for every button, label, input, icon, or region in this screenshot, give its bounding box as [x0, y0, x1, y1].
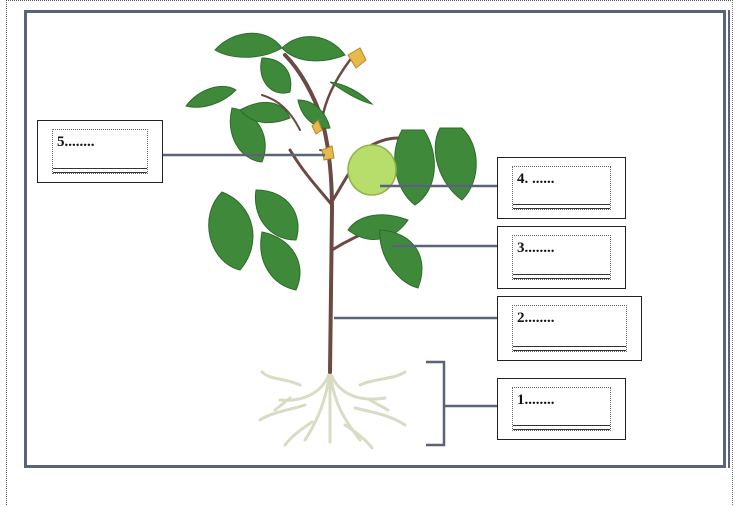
label-text-4: 4. ......: [517, 171, 555, 187]
label-text-1: 1........: [517, 392, 555, 408]
frame-right-edge: [728, 10, 730, 468]
label-text-5: 5........: [57, 134, 95, 150]
page-border: [6, 0, 733, 505]
label-field-5[interactable]: 5........: [52, 129, 148, 174]
leader-lines: [163, 153, 497, 447]
label-field-3[interactable]: 3........: [512, 235, 611, 280]
label-text-2: 2........: [517, 310, 555, 326]
label-box-4[interactable]: 4. ......: [497, 157, 626, 219]
label-text-3: 3........: [517, 240, 555, 256]
label-box-1[interactable]: 1........: [497, 378, 626, 440]
label-field-2[interactable]: 2........: [512, 305, 627, 352]
label-field-1[interactable]: 1........: [512, 387, 611, 431]
fruit: [347, 144, 397, 196]
label-box-3[interactable]: 3........: [497, 226, 626, 289]
roots: [258, 370, 407, 450]
label-box-2[interactable]: 2........: [497, 296, 642, 361]
label-field-4[interactable]: 4. ......: [512, 166, 611, 210]
flowers: [311, 47, 367, 161]
label-box-5[interactable]: 5........: [37, 120, 163, 183]
roots-bracket: [426, 360, 446, 447]
